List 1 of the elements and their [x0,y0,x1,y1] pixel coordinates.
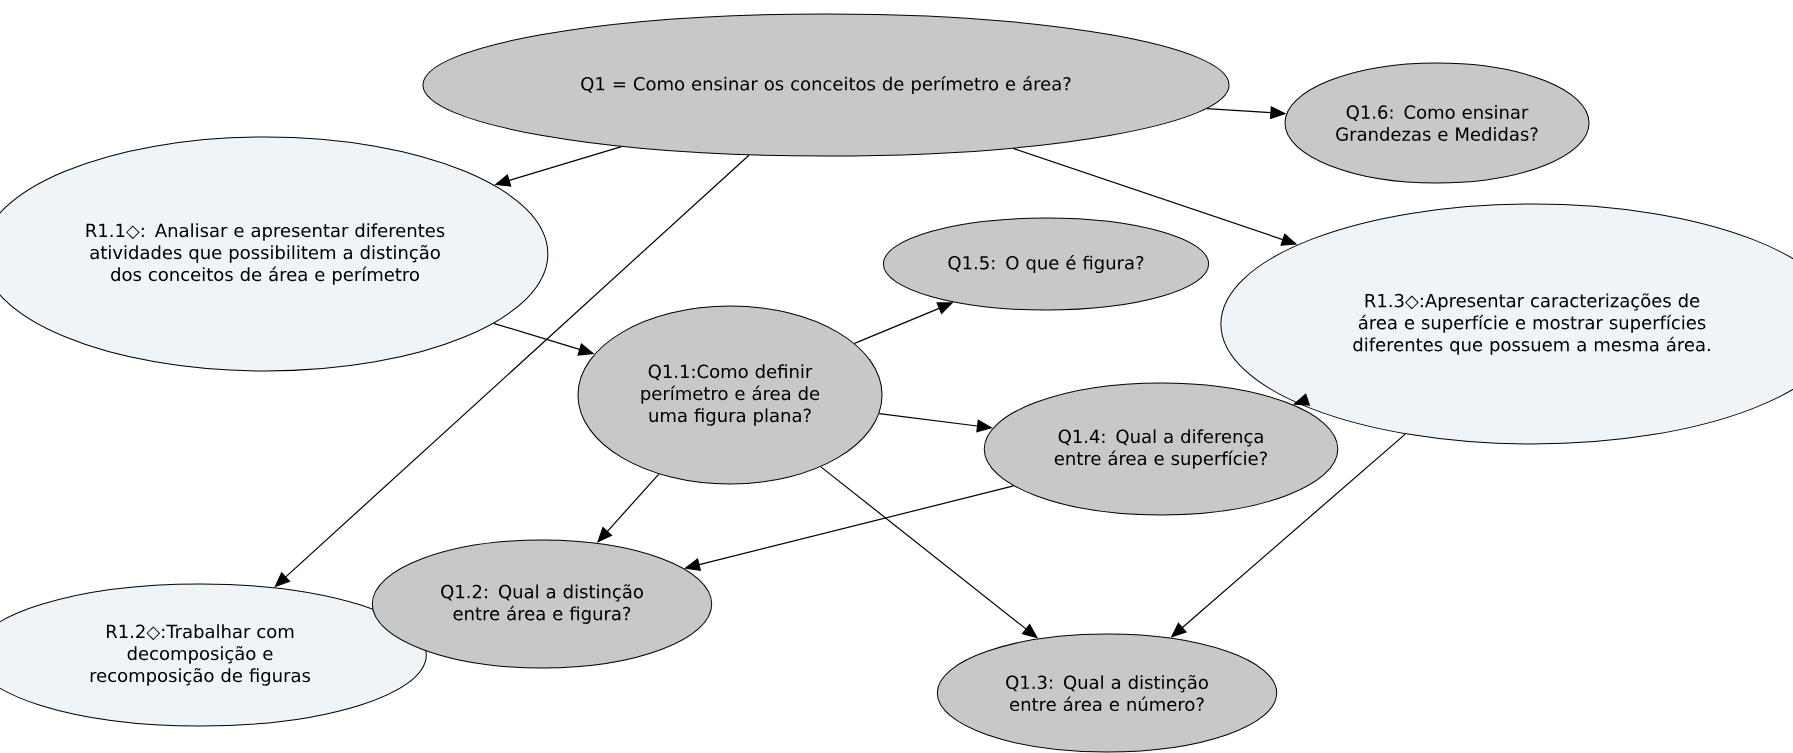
arrow [684,485,1015,572]
